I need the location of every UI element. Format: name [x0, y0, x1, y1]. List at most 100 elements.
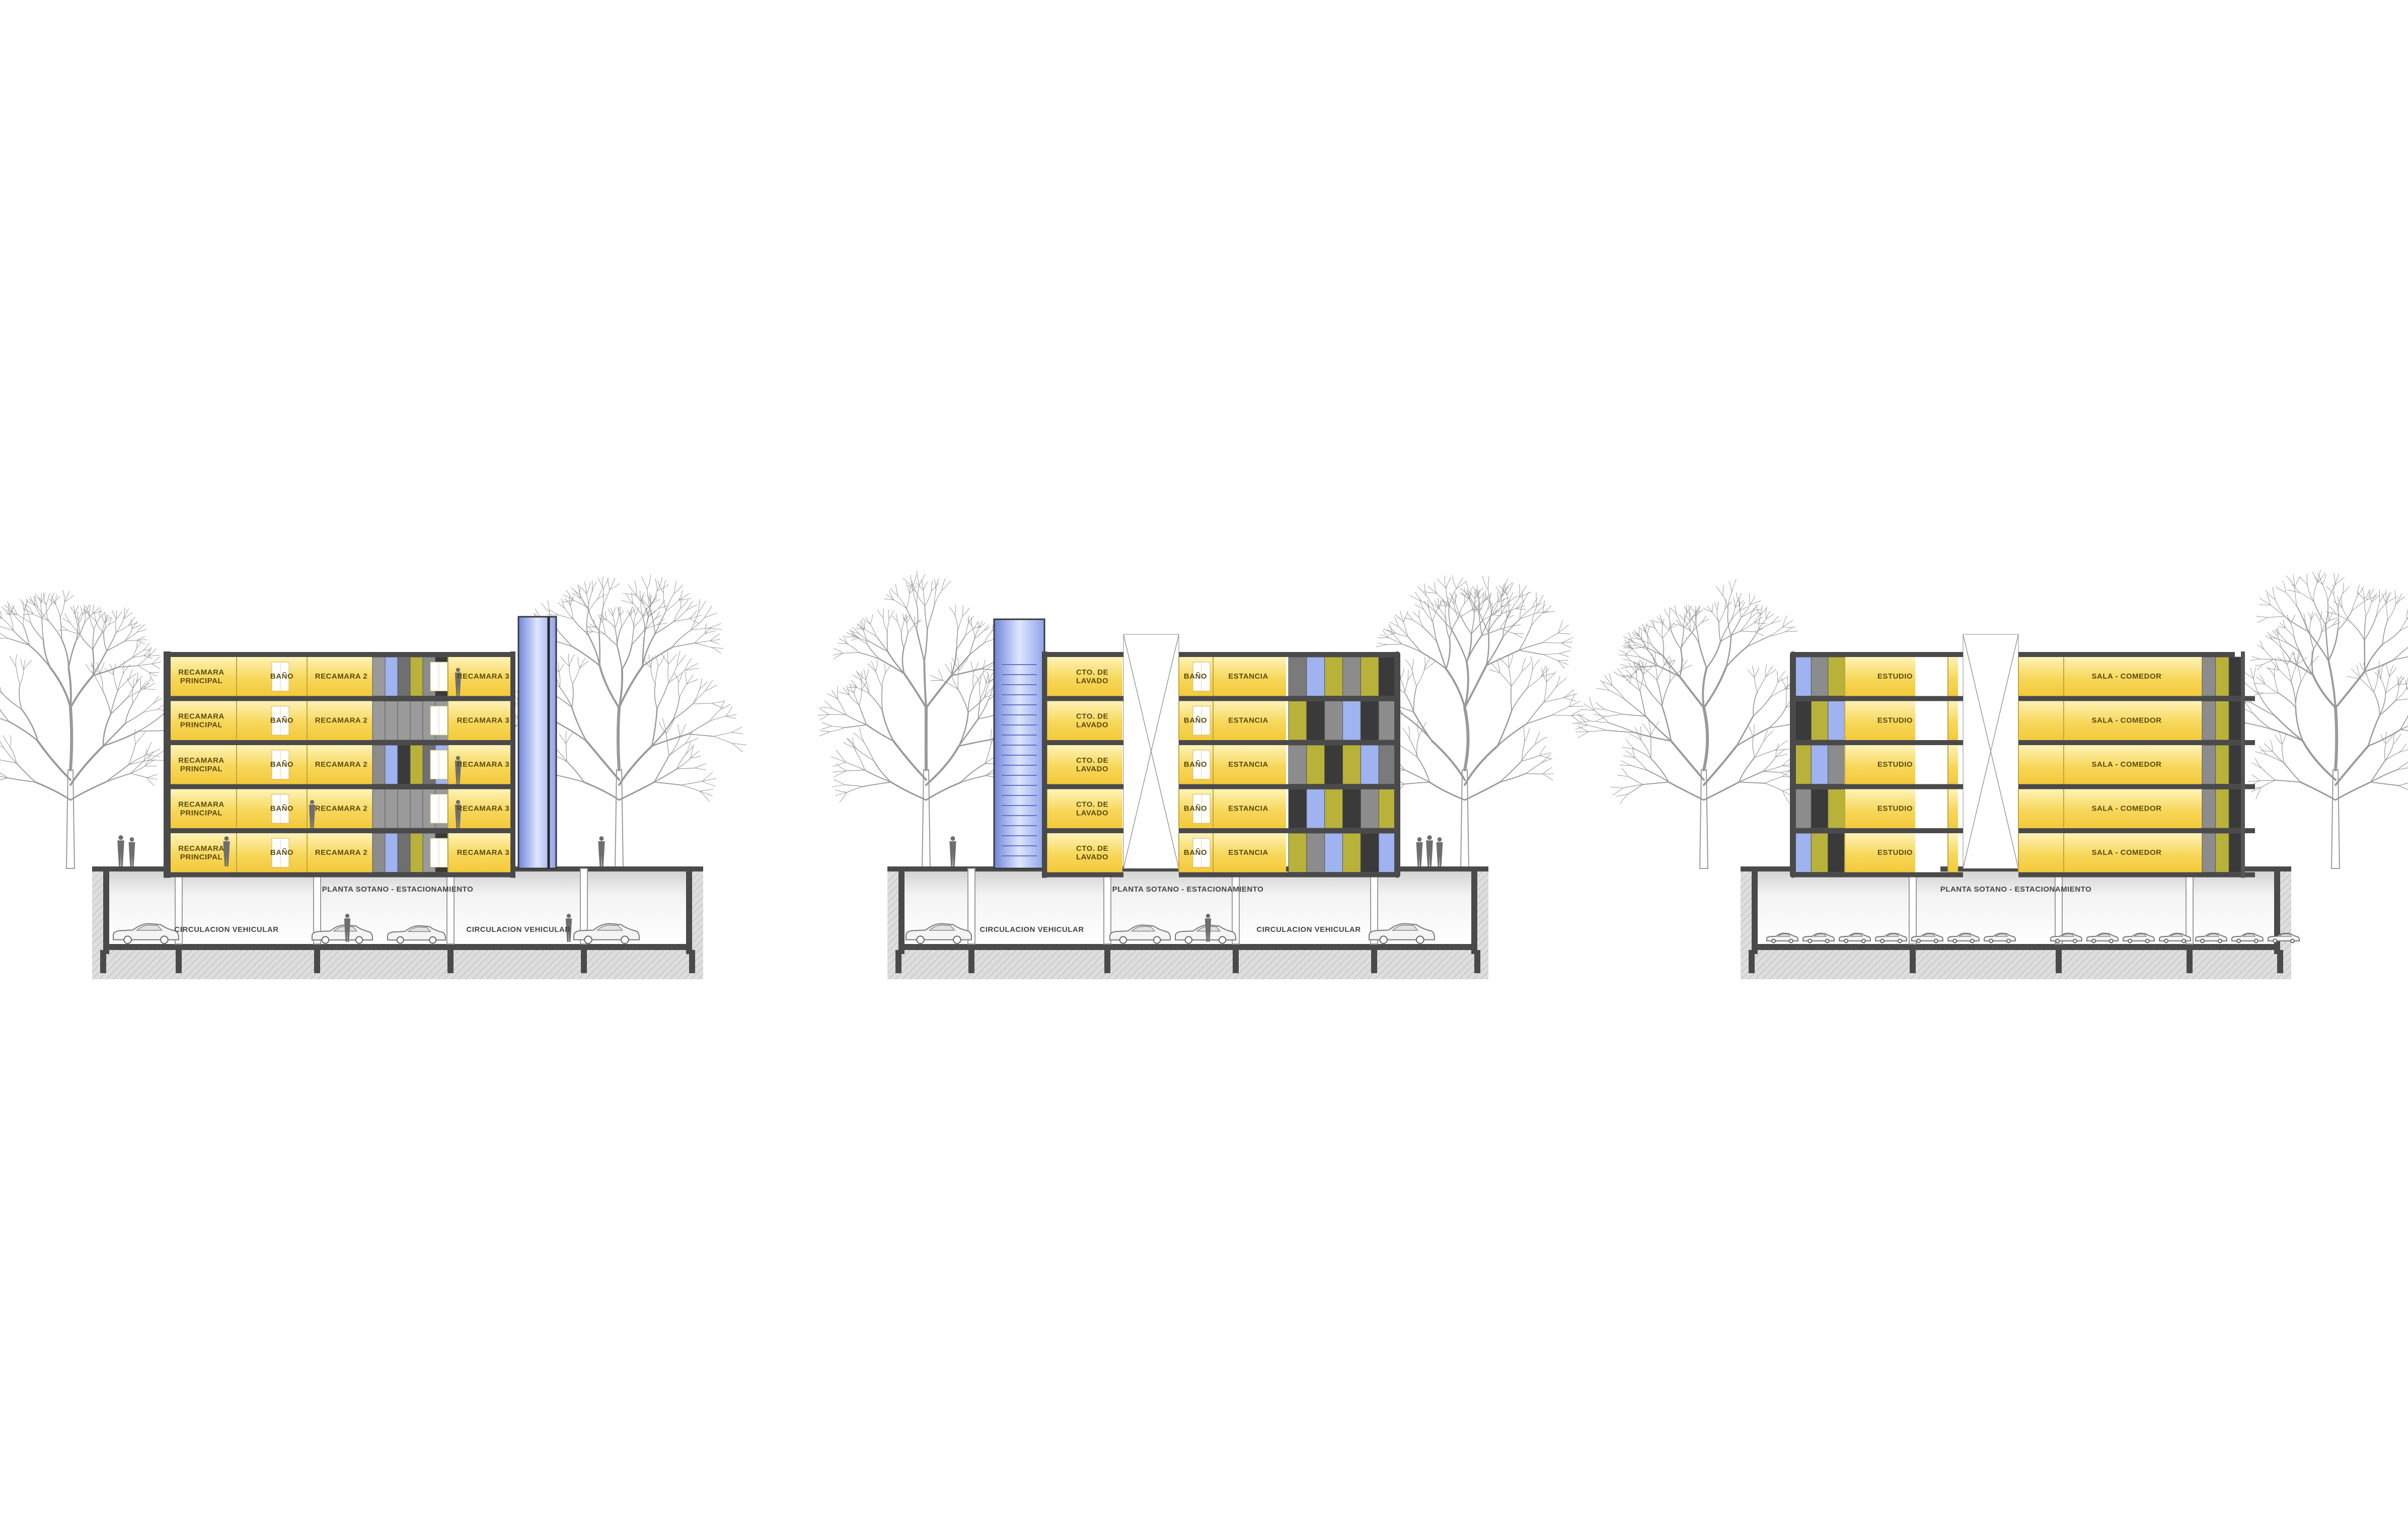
car-outline [1984, 932, 2016, 943]
tree-branch [110, 690, 118, 715]
tree-branch [2335, 577, 2345, 586]
tree-branch [1520, 602, 1524, 619]
car-wheel [1153, 936, 1161, 944]
tree-branch [142, 643, 149, 651]
tree-branch [35, 594, 41, 603]
tree-branch [1521, 741, 1525, 762]
tree-branch [1706, 641, 1721, 669]
tree-branch [2328, 618, 2338, 621]
tree-branch [636, 594, 650, 609]
tree-branch [668, 654, 677, 665]
tree-branch [138, 713, 164, 732]
tree-branch [0, 772, 9, 778]
room-space [1213, 745, 1286, 784]
tree-branch [1446, 588, 1450, 607]
tree-branch [912, 587, 917, 604]
tree-branch [1464, 745, 1498, 786]
tree-branch [983, 660, 986, 673]
tree-branch [2253, 667, 2256, 679]
tree-branch [2245, 683, 2260, 696]
floor-slab [2018, 872, 2235, 878]
tree-branch [2385, 732, 2387, 744]
tree-branch [104, 668, 114, 675]
tree-branch [651, 733, 689, 747]
tree-branch [631, 592, 634, 604]
tree-branch [836, 750, 846, 763]
tree-branch [895, 614, 898, 622]
tree-branch [984, 631, 993, 643]
facade-panel [1342, 657, 1361, 696]
facade-panel [1828, 789, 1845, 829]
tree-branch [1423, 609, 1433, 622]
tree-branch [902, 613, 905, 621]
car-wheel [2164, 938, 2169, 943]
tree-branch [859, 633, 871, 642]
facade-panel [1828, 745, 1845, 784]
tree-branch [2256, 617, 2268, 623]
tree-branch [960, 763, 986, 783]
person-head [456, 800, 461, 805]
tree-branch [832, 770, 847, 772]
car-wheel [2072, 938, 2077, 943]
person-head [1437, 837, 1442, 842]
tree-branch [925, 675, 952, 709]
tree-branch [856, 671, 862, 681]
tree-branch [127, 683, 136, 698]
tree-branch [570, 596, 574, 606]
tree-branch [1524, 727, 1530, 742]
room-space [1845, 745, 1915, 784]
tree-branch [969, 642, 985, 656]
tree-branch [1471, 608, 1483, 611]
tree-branch [1488, 607, 1493, 633]
tree-branch [1569, 701, 1581, 707]
tree-branch [1501, 601, 1510, 614]
tree-branch [1478, 592, 1485, 600]
tree-branch [587, 626, 593, 632]
room-space [2018, 745, 2064, 784]
tree-branch [923, 661, 927, 709]
tree-branch [2267, 667, 2275, 678]
tree-branch [847, 739, 856, 751]
tree-branch [0, 741, 5, 749]
tree-branch [648, 654, 651, 668]
tree-branch [2293, 651, 2297, 666]
tree-branch [713, 736, 732, 744]
tree-branch [72, 605, 76, 614]
label-line: RECAMARA [178, 800, 224, 809]
tree-branch [94, 675, 104, 691]
tree-branch [34, 781, 71, 801]
person-body [309, 805, 316, 828]
tree-branch [924, 605, 928, 630]
tree-branch [1616, 794, 1628, 797]
tree-branch [832, 784, 845, 787]
tree-branch [912, 574, 917, 588]
tree-branch [916, 592, 925, 606]
tree-branch [1639, 690, 1646, 717]
tree-branch [674, 673, 679, 683]
tree-branch [1509, 667, 1512, 687]
tree-branch [925, 781, 962, 801]
tree-branch [1648, 720, 1651, 736]
tree-branch [859, 690, 862, 706]
tree-branch [1763, 771, 1781, 773]
car-body [312, 924, 373, 940]
tree-branch [906, 593, 910, 609]
tree-branch [2277, 638, 2288, 643]
tree-branch [1754, 677, 1758, 693]
tree-branch [831, 756, 846, 763]
tree-branch [108, 621, 116, 626]
tree-branch [1474, 590, 1480, 599]
tree-branch [1515, 601, 1523, 609]
tree-branch [25, 608, 31, 623]
tree-branch [1748, 724, 1754, 739]
tree-branch [1645, 623, 1648, 633]
room-space [307, 657, 372, 696]
tree-branch [106, 640, 125, 651]
facade-panel [1324, 789, 1343, 829]
tree-branch [630, 616, 635, 628]
tree-branch [1412, 611, 1419, 618]
tree-branch [1542, 642, 1562, 643]
tree-branch [1680, 665, 1692, 671]
tree-branch [2256, 664, 2263, 671]
